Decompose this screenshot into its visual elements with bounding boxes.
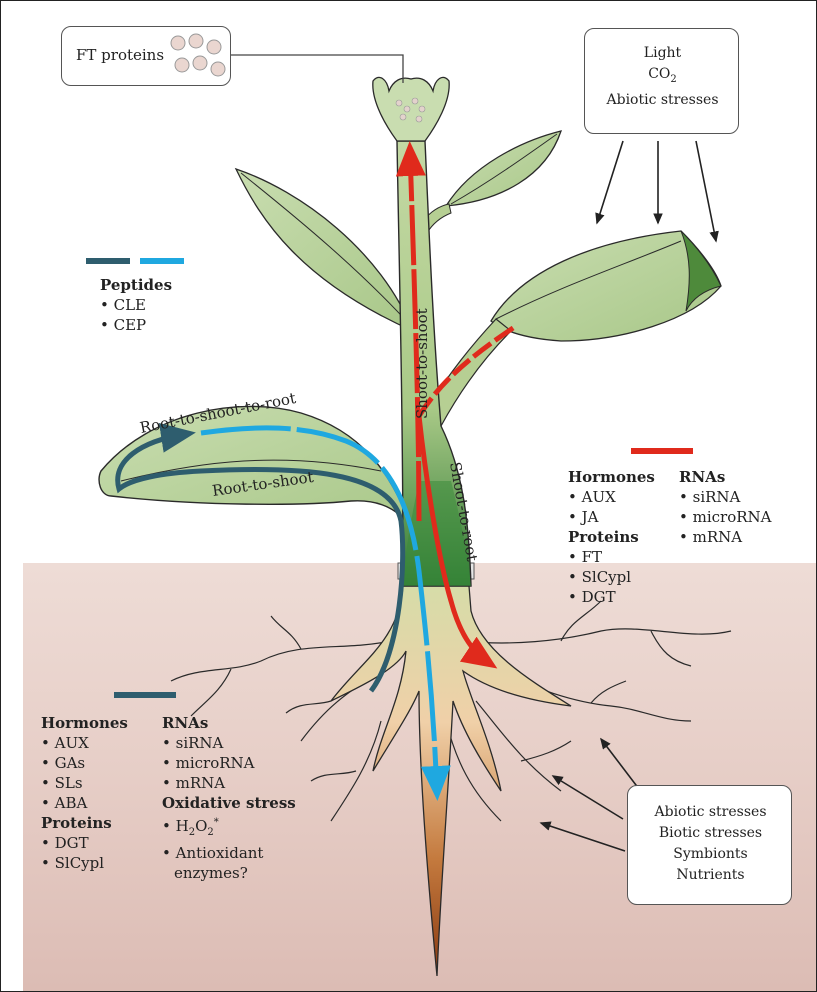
shoot-apex: [373, 77, 449, 141]
peptide-cep: • CEP: [100, 315, 172, 335]
legend-bar-blue-peptides: [140, 258, 184, 264]
shoot-proteins-title: Proteins: [568, 527, 655, 547]
shoot-hormones-title: Hormones: [568, 467, 655, 487]
root-hormone-gas: • GAs: [41, 753, 128, 773]
ft-proteins-box: FT proteins: [61, 26, 231, 86]
shoot-protein-ft: • FT: [568, 547, 655, 567]
shoot-signals-rnas: RNAs • siRNA • microRNA • mRNA: [679, 467, 772, 547]
root-signals-hormones-proteins: Hormones • AUX • GAs • SLs • ABA Protein…: [41, 713, 128, 873]
leaf-top-right: [446, 131, 561, 206]
shoot-hormone-ja: • JA: [568, 507, 655, 527]
ft-protein-dots: [168, 31, 228, 81]
env-co2: CO2: [585, 64, 740, 90]
ft-proteins-label: FT proteins: [76, 45, 164, 65]
legend-bar-teal-peptides: [86, 258, 130, 264]
peptides-legend: Peptides • CLE • CEP: [100, 275, 172, 335]
peptide-cle: • CLE: [100, 295, 172, 315]
root-protein-slcypl: • SlCypl: [41, 853, 128, 873]
shoot-signals-hormones-proteins: Hormones • AUX • JA Proteins • FT • SlCy…: [568, 467, 655, 607]
shoot-rna-microrna: • microRNA: [679, 507, 772, 527]
environment-box: Light CO2 Abiotic stresses: [584, 28, 739, 134]
env-arrow-1: [597, 141, 623, 223]
root-signals-rnas-oxidative: RNAs • siRNA • microRNA • mRNA Oxidative…: [162, 713, 296, 883]
soil-arrow-3: [541, 823, 625, 851]
env-arrow-3: [696, 141, 716, 241]
root-oxidative-enzymes: enzymes?: [162, 863, 296, 883]
legend-bar-red-shoot: [631, 448, 693, 454]
root-oxidative-h2o2: • H2O2*: [162, 813, 296, 843]
root-protein-dgt: • DGT: [41, 833, 128, 853]
soil-arrow-2: [553, 776, 623, 819]
soil-biotic: Biotic stresses: [628, 823, 793, 844]
soil-abiotic: Abiotic stresses: [628, 802, 793, 823]
soil-nutrients: Nutrients: [628, 865, 793, 886]
root-rna-microrna: • microRNA: [162, 753, 296, 773]
root-rnas-title: RNAs: [162, 713, 296, 733]
root-rna-sirna: • siRNA: [162, 733, 296, 753]
soil-symbionts: Symbionts: [628, 844, 793, 865]
root-oxidative-title: Oxidative stress: [162, 793, 296, 813]
root-rna-mrna: • mRNA: [162, 773, 296, 793]
root-proteins-title: Proteins: [41, 813, 128, 833]
peptides-title: Peptides: [100, 275, 172, 295]
label-shoot-to-shoot: Shoot-to-shoot: [413, 308, 431, 419]
root-oxidative-antioxidant: • Antioxidant: [162, 843, 296, 863]
root-hormone-aux: • AUX: [41, 733, 128, 753]
leaf-upper-left: [236, 169, 413, 331]
legend-bar-teal-root: [114, 692, 176, 698]
shoot-rnas-title: RNAs: [679, 467, 772, 487]
env-light: Light: [585, 43, 740, 64]
shoot-rna-sirna: • siRNA: [679, 487, 772, 507]
shoot-rna-mrna: • mRNA: [679, 527, 772, 547]
shoot-hormone-aux: • AUX: [568, 487, 655, 507]
shoot-protein-dgt: • DGT: [568, 587, 655, 607]
root-hormones-title: Hormones: [41, 713, 128, 733]
root-hormone-sls: • SLs: [41, 773, 128, 793]
root-hormone-aba: • ABA: [41, 793, 128, 813]
env-abiotic: Abiotic stresses: [585, 90, 740, 111]
soil-arrow-1: [601, 739, 639, 789]
shoot-protein-slcypl: • SlCypl: [568, 567, 655, 587]
soil-factors-box: Abiotic stresses Biotic stresses Symbion…: [627, 785, 792, 905]
